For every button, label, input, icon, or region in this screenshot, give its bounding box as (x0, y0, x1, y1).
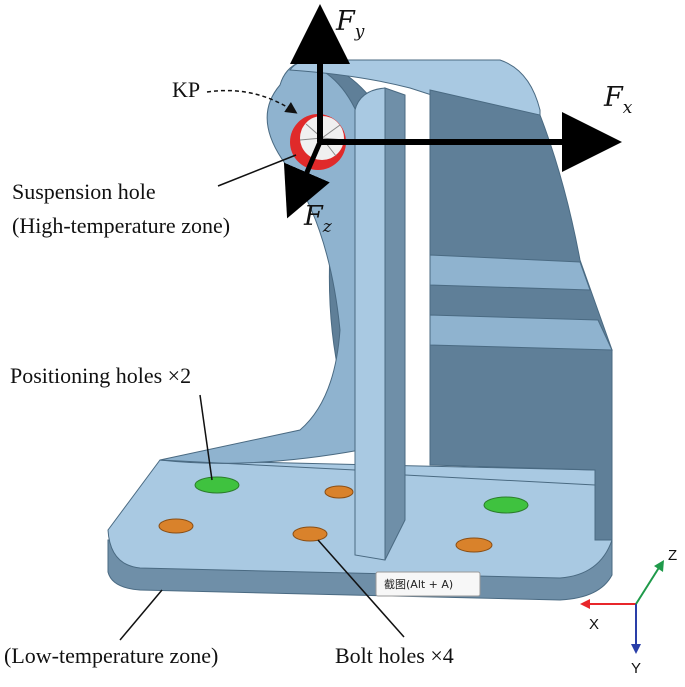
leader-kp (206, 89, 298, 114)
force-arrows (283, 4, 622, 219)
label-kp: KP (172, 77, 200, 102)
leader-positioning-holes (199, 394, 213, 481)
bracket-model (107, 58, 613, 601)
triad-label-z: Z (668, 547, 677, 564)
positioning-hole-right (483, 496, 529, 514)
force-label-fx: Fx (603, 82, 633, 118)
coordinate-triad: X Y Z (580, 547, 677, 677)
force-label-fz: Fz (303, 201, 333, 237)
label-suspension-hole: Suspension hole (12, 179, 156, 204)
triad-label-y: Y (631, 660, 641, 677)
triad-label-x: X (589, 616, 599, 633)
bolt-hole-3 (292, 526, 328, 542)
leader-low-temp-zone (119, 589, 163, 641)
label-high-temp-zone: (High-temperature zone) (12, 213, 230, 238)
triad-z-axis (635, 565, 661, 605)
force-label-fy: Fy (335, 6, 365, 42)
bolt-hole-1 (324, 485, 354, 499)
label-positioning-holes: Positioning holes ×2 (10, 363, 191, 388)
leader-bolt-holes (317, 539, 405, 638)
central-web-side (384, 87, 406, 561)
screenshot-tooltip: 截图(Alt + A) (375, 571, 481, 597)
central-web-front (354, 87, 386, 561)
label-low-temp-zone: (Low-temperature zone) (4, 643, 218, 668)
leader-suspension-hole (217, 154, 297, 187)
base-inner-edge (159, 459, 596, 486)
right-wall-rib-mid (429, 314, 613, 351)
positioning-hole-left (194, 476, 240, 494)
label-bolt-holes: Bolt holes ×4 (335, 643, 454, 668)
tooltip-text: 截图(Alt + A) (384, 577, 453, 591)
right-wall (429, 89, 613, 541)
bolt-hole-2 (158, 518, 194, 534)
right-wall-rib-top (429, 254, 591, 291)
bolt-hole-4 (455, 537, 493, 553)
force-arrow-z (283, 141, 330, 219)
